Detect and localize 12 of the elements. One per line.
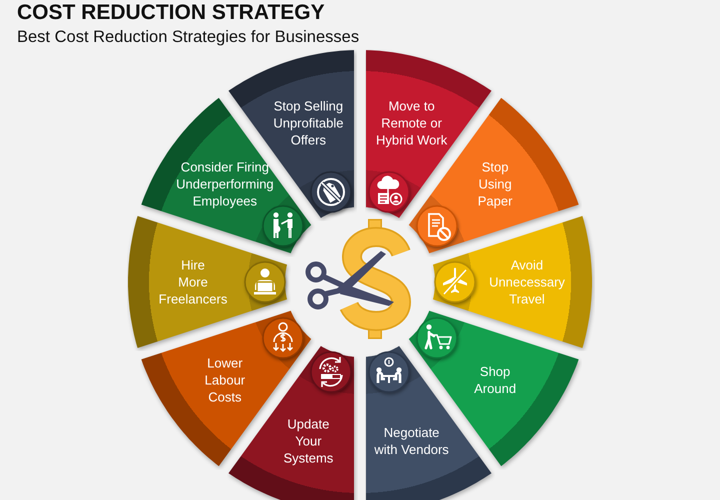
strategy-label: Negotiate with Vendors [374,424,449,458]
strategy-label: Move to Remote or Hybrid Work [376,98,448,149]
title: COST REDUCTION STRATEGY [17,1,325,25]
strategy-label: Hire More Freelancers [158,256,228,308]
subtitle: Best Cost Reduction Strategies for Businesses [17,27,360,47]
strategy-label: Stop Using Paper [478,158,512,210]
strategy-label: Shop Around [474,363,516,398]
strategy-label: Avoid Unnecessary Travel [489,256,565,308]
strategy-label: Lower Labour Costs [204,354,246,406]
strategy-label: Stop Selling Unprofitable Offers [273,98,344,149]
strategy-label: Update Your Systems [283,415,334,466]
strategy-label: Consider Firing Underperforming Employees [176,158,274,210]
